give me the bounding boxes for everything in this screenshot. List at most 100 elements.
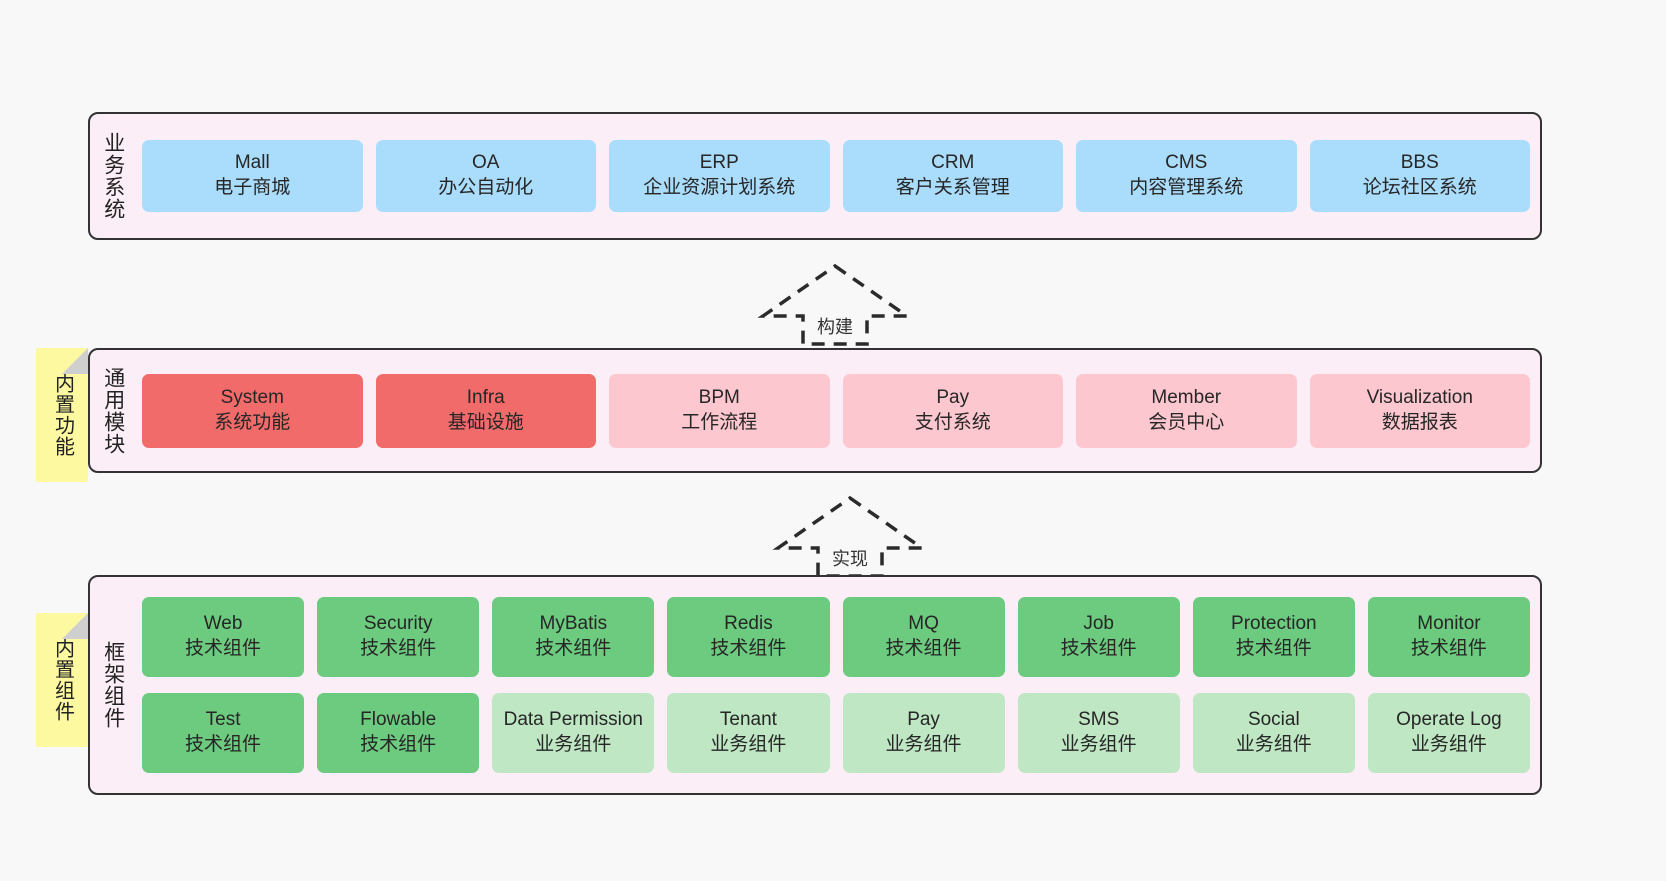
card-title: Pay: [936, 386, 970, 408]
card-title: Job: [1083, 613, 1114, 635]
framework-layer-body: Web 技术组件 Security 技术组件 MyBatis 技术组件 Redi…: [136, 585, 1530, 785]
card-subtitle: 业务组件: [885, 734, 962, 755]
card-subtitle: 业务组件: [1410, 734, 1487, 755]
card-title: Infra: [466, 386, 505, 408]
card-title: Social: [1247, 709, 1300, 731]
card-title: Test: [205, 709, 241, 731]
business-card-erp[interactable]: ERP 企业资源计划系统: [609, 140, 830, 212]
card-title: MyBatis: [539, 613, 608, 635]
card-title: CMS: [1165, 152, 1208, 174]
card-subtitle: 业务组件: [535, 734, 612, 755]
framework-card-mybatis[interactable]: MyBatis 技术组件: [492, 597, 655, 677]
framework-card-social[interactable]: Social 业务组件: [1192, 693, 1355, 773]
module-card-pay[interactable]: Pay 支付系统: [842, 373, 1063, 448]
card-subtitle: 技术组件: [360, 638, 437, 659]
card-title: OA: [472, 152, 500, 174]
card-title: Security: [363, 613, 433, 635]
card-subtitle: 支付系统: [914, 411, 991, 433]
framework-card-job[interactable]: Job 技术组件: [1017, 597, 1180, 677]
card-title: Pay: [907, 709, 940, 731]
card-title: System: [220, 386, 284, 408]
card-title: Data Permission: [503, 709, 643, 731]
card-subtitle: 技术组件: [1410, 638, 1487, 659]
card-subtitle: 技术组件: [1060, 638, 1137, 659]
module-layer-row: System 系统功能 Infra 基础设施 BPM 工作流程 Pay 支付系统…: [142, 373, 1530, 448]
business-card-crm[interactable]: CRM 客户关系管理: [842, 140, 1063, 212]
build-arrow-label: 构建: [817, 317, 853, 337]
framework-card-protection[interactable]: Protection 技术组件: [1192, 597, 1355, 677]
card-title: MQ: [908, 613, 939, 635]
sticky-note-builtin-components: 内置组件: [36, 613, 88, 747]
card-subtitle: 业务组件: [1060, 734, 1137, 755]
module-card-infra[interactable]: Infra 基础设施: [375, 373, 596, 448]
up-arrow-icon: [757, 263, 913, 346]
card-title: Monitor: [1417, 613, 1481, 635]
card-title: Mall: [234, 152, 270, 174]
card-title: SMS: [1078, 709, 1120, 731]
business-system-layer: 业务系统 Mall 电子商城 OA 办公自动化 ERP 企业资源计划系统 CRM…: [88, 112, 1542, 240]
business-card-bbs[interactable]: BBS 论坛社区系统: [1309, 140, 1530, 212]
module-card-member[interactable]: Member 会员中心: [1076, 373, 1297, 448]
card-subtitle: 数据报表: [1381, 411, 1458, 433]
card-title: Tenant: [719, 709, 777, 731]
implement-arrow-label: 实现: [832, 549, 868, 569]
card-title: Flowable: [360, 709, 437, 731]
business-card-cms[interactable]: CMS 内容管理系统: [1076, 140, 1297, 212]
card-title: Protection: [1231, 613, 1317, 635]
sticky-note-builtin-features: 内置功能: [36, 348, 88, 482]
business-layer-title: 业务系统: [101, 132, 125, 220]
framework-card-flowable[interactable]: Flowable 技术组件: [317, 693, 480, 773]
framework-card-tenant[interactable]: Tenant 业务组件: [667, 693, 830, 773]
card-title: BBS: [1400, 152, 1439, 174]
card-subtitle: 工作流程: [681, 411, 758, 433]
card-subtitle: 电子商城: [214, 177, 291, 198]
module-card-system[interactable]: System 系统功能: [142, 373, 363, 448]
card-subtitle: 技术组件: [185, 638, 262, 659]
card-subtitle: 技术组件: [535, 638, 612, 659]
framework-card-security[interactable]: Security 技术组件: [317, 597, 480, 677]
framework-card-pay[interactable]: Pay 业务组件: [842, 693, 1005, 773]
card-subtitle: 内容管理系统: [1129, 177, 1244, 198]
module-layer-body: System 系统功能 Infra 基础设施 BPM 工作流程 Pay 支付系统…: [136, 358, 1530, 463]
card-title: Operate Log: [1396, 709, 1502, 731]
framework-card-mq[interactable]: MQ 技术组件: [842, 597, 1005, 677]
card-title: CRM: [931, 152, 975, 174]
card-subtitle: 技术组件: [885, 638, 962, 659]
framework-card-test[interactable]: Test 技术组件: [142, 693, 305, 773]
card-title: Member: [1151, 386, 1222, 408]
framework-layer-row-1: Web 技术组件 Security 技术组件 MyBatis 技术组件 Redi…: [142, 597, 1530, 677]
framework-card-monitor[interactable]: Monitor 技术组件: [1367, 597, 1530, 677]
card-title: ERP: [699, 152, 739, 174]
card-subtitle: 会员中心: [1148, 411, 1225, 433]
card-subtitle: 论坛社区系统: [1362, 177, 1477, 198]
card-subtitle: 企业资源计划系统: [643, 177, 796, 198]
business-layer-body: Mall 电子商城 OA 办公自动化 ERP 企业资源计划系统 CRM 客户关系…: [136, 122, 1530, 230]
business-card-mall[interactable]: Mall 电子商城: [142, 140, 363, 212]
framework-card-data-permission[interactable]: Data Permission 业务组件: [492, 693, 655, 773]
sticky-label: 内置功能: [51, 373, 74, 457]
framework-card-redis[interactable]: Redis 技术组件: [667, 597, 830, 677]
module-card-bpm[interactable]: BPM 工作流程: [609, 373, 830, 448]
framework-card-sms[interactable]: SMS 业务组件: [1017, 693, 1180, 773]
module-card-visualization[interactable]: Visualization 数据报表: [1309, 373, 1530, 448]
card-subtitle: 技术组件: [360, 734, 437, 755]
business-card-oa[interactable]: OA 办公自动化: [375, 140, 596, 212]
framework-layer-row-2: Test 技术组件 Flowable 技术组件 Data Permission …: [142, 693, 1530, 773]
card-subtitle: 技术组件: [1235, 638, 1312, 659]
framework-card-operate-log[interactable]: Operate Log 业务组件: [1367, 693, 1530, 773]
card-subtitle: 系统功能: [214, 411, 291, 433]
business-layer-row: Mall 电子商城 OA 办公自动化 ERP 企业资源计划系统 CRM 客户关系…: [142, 140, 1530, 212]
card-title: Web: [203, 613, 243, 635]
implement-arrow: 实现: [770, 492, 930, 582]
card-subtitle: 业务组件: [710, 734, 787, 755]
card-subtitle: 办公自动化: [438, 177, 534, 198]
card-subtitle: 基础设施: [447, 411, 524, 433]
framework-layer-title: 框架组件: [101, 641, 125, 729]
build-arrow: 构建: [755, 260, 915, 350]
card-title: Redis: [724, 613, 773, 635]
card-subtitle: 技术组件: [710, 638, 787, 659]
card-subtitle: 技术组件: [185, 734, 262, 755]
framework-card-web[interactable]: Web 技术组件: [142, 597, 305, 677]
module-layer-title: 通用模块: [101, 366, 125, 455]
card-subtitle: 业务组件: [1235, 734, 1312, 755]
